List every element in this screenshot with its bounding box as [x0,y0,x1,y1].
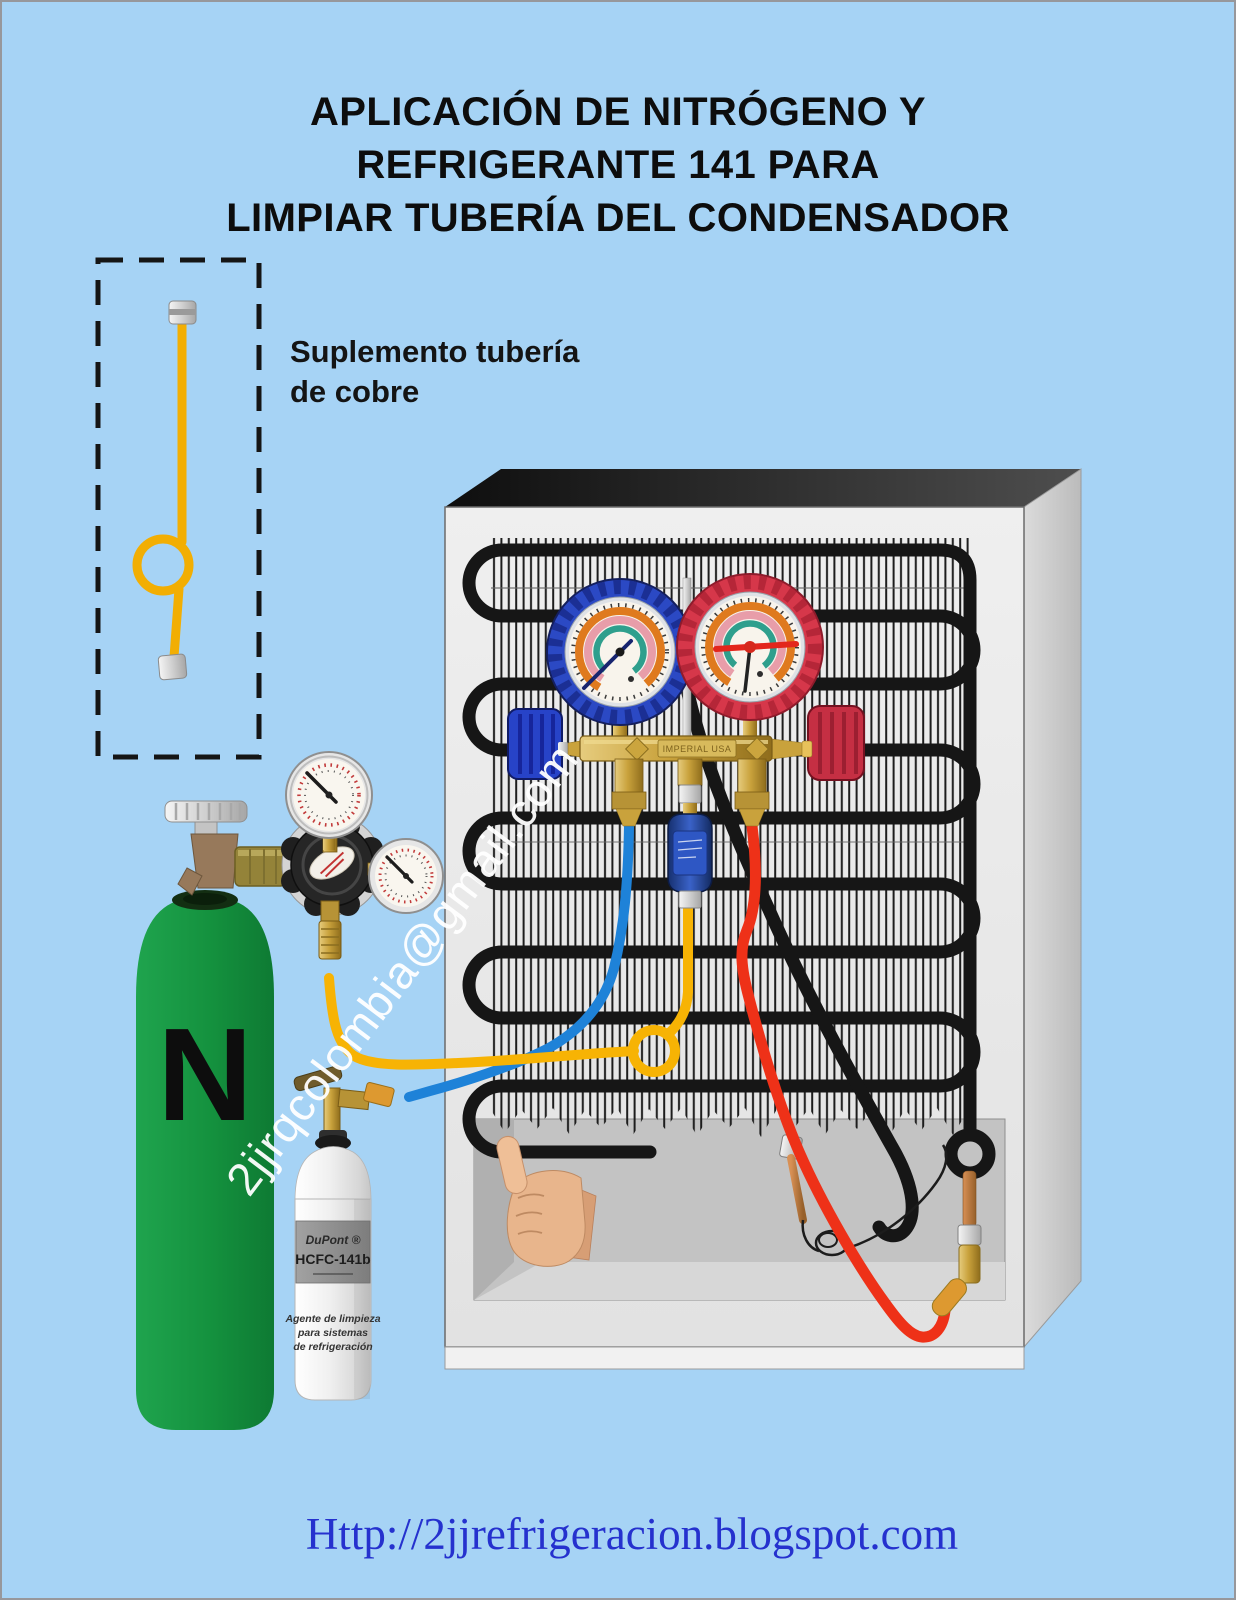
unit-top-face [445,469,1081,507]
black-needle [743,645,752,693]
title-line-1: APLICACIÓN DE NITRÓGENO Y [310,90,926,134]
manifold-nameplate [657,739,737,758]
hose-end-ferrule [931,1278,967,1317]
flare-nut [957,1224,982,1246]
cylinder-valve [164,800,303,896]
red-gauge-needle [713,641,799,652]
pressure-regulator [281,751,444,960]
brass-union [958,1244,981,1284]
dashed-border [95,257,262,760]
condenser-serpentine-coil [462,543,981,1159]
hose-yellow [324,901,693,1077]
copper-supplement-box [95,257,262,760]
regulator-gauge-outlet-pressure [368,838,444,914]
red-valve-knob [807,705,865,781]
yellow-hose-loop [628,1025,680,1077]
canister-model: HCFC-141b [295,1251,370,1267]
filter-drier-label [672,830,708,876]
copper-supplement-loop [132,534,194,596]
canister-desc-2: para sistemas [297,1327,368,1339]
condenser-inlet-fitting [931,1170,982,1317]
regulator-label [309,846,355,880]
manifold-gauge-set: IMPERIAL USA [507,573,865,909]
regulator-outlet [318,920,342,960]
thumb [496,1135,528,1195]
thumbs-up-hand [496,1135,597,1267]
manifold-bar: IMPERIAL USA [558,735,813,762]
recess-floor [474,1262,1005,1300]
title-line-3: LIMPIAR TUBERÍA DEL CONDENSADOR [226,195,1010,240]
manifold-engraving: IMPERIAL USA [663,744,732,754]
flare-nut-bottom [157,653,188,681]
center-port-filter-drier [667,758,713,909]
canister-shoulder [294,1146,372,1202]
valve-handwheel [164,800,248,823]
nitrogen-cylinder: N [136,751,444,1430]
footer-blog-url[interactable]: Http://2jjrefrigeracion.blogspot.com [305,1509,959,1559]
copper-stub [962,1170,977,1228]
hose-red [736,820,952,1343]
title-line-2: REFRIGERANTE 141 PARA [356,142,880,187]
cylinder-body [136,895,274,1430]
regulator-gauge-tank-pressure [285,751,373,850]
low-pressure-gauge [546,578,694,726]
capillary-copper-tube [787,1154,807,1224]
nitrogen-letter: N [157,1001,252,1148]
capillary-wire [847,1144,948,1250]
copper-supplement-label: Suplemento tubería de cobre [290,334,580,410]
valve-body [190,833,239,889]
canister-desc-3: de refrigeración [293,1341,372,1353]
hose-blue [404,821,634,1102]
finger-creases [515,1193,545,1235]
canister-label-band [295,1220,371,1284]
page-title: APLICACIÓN DE NITRÓGENO Y REFRIGERANTE 1… [2,86,1234,244]
high-side-port [734,758,770,827]
canister-brand: DuPont ® [306,1233,361,1247]
high-pressure-gauge [676,573,824,721]
low-side-port [611,758,647,827]
unit-plinth [444,1346,1025,1370]
blue-valve-knob [507,708,563,780]
hose-ferrule [363,1082,395,1107]
canister-desc-1: Agente de limpieza [284,1313,380,1325]
black-condenser-tube [673,647,919,1243]
canister-valve-handle [293,1065,343,1092]
refrigerant-canister: DuPont ® HCFC-141b Agente de limpieza pa… [284,1065,395,1401]
unit-right-face [1023,468,1082,1349]
